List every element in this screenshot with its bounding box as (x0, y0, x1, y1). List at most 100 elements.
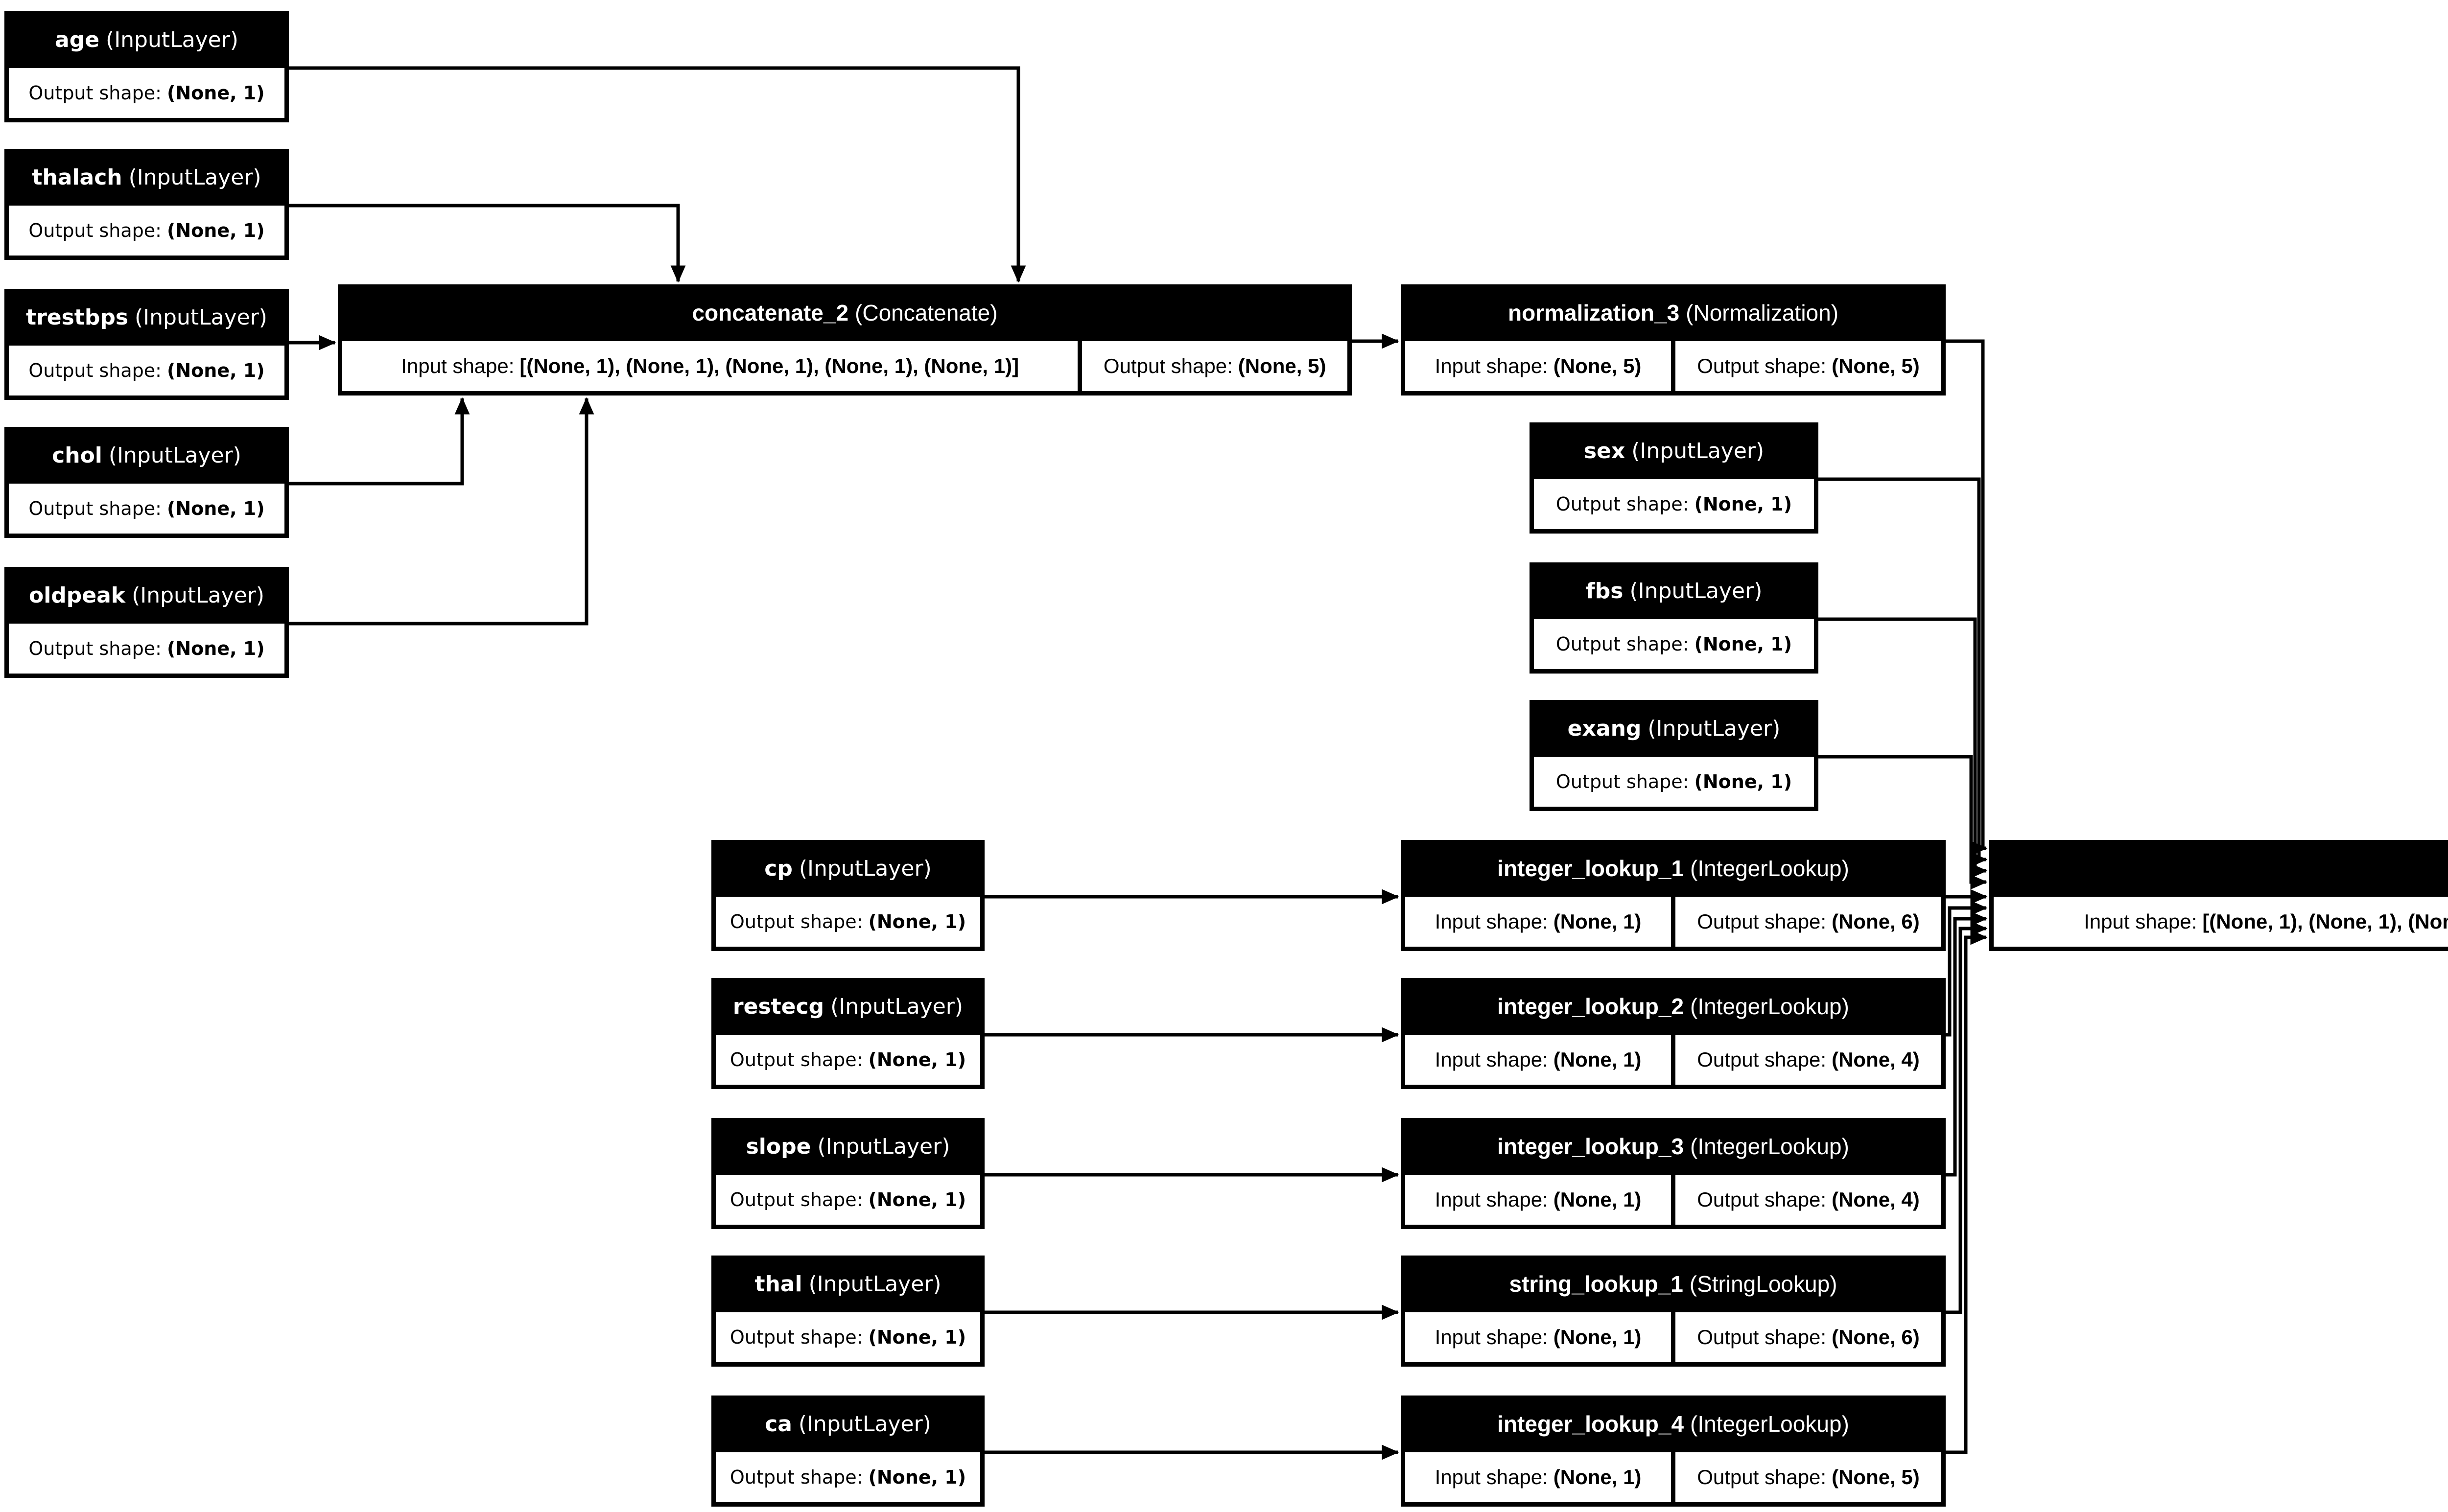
node-shapes-row: Output shape:(None, 1) (711, 1452, 985, 1507)
output-shape-cell: Output shape:(None, 5) (1675, 1452, 1941, 1502)
shape-value: (None, 1) (166, 498, 265, 519)
layer-class: (InputLayer) (817, 1134, 950, 1159)
shape-label: Output shape: (28, 498, 162, 519)
layer-class: (InputLayer) (830, 994, 964, 1019)
layer-class: (StringLookup) (1689, 1271, 1837, 1297)
shape-value: (None, 1) (1553, 1465, 1642, 1489)
edge-chol-to-concatenate_2 (289, 397, 470, 486)
edge-string_lookup_1-to-concatenate_3 (1946, 921, 1988, 1314)
shape-label: Input shape: (1435, 354, 1548, 377)
input-shape-cell: Input shape:(None, 1) (1405, 1035, 1671, 1085)
node-title: integer_lookup_1(IntegerLookup) (1401, 840, 1946, 897)
edge-age-to-concatenate_2 (289, 66, 1026, 283)
input-shape-cell: Input shape:(None, 5) (1405, 341, 1671, 391)
layer-class: (InputLayer) (808, 1271, 942, 1297)
node-shapes-row: Input shape:[(None, 1), (None, 1), (None… (338, 341, 1352, 395)
layer-class: (InputLayer) (1631, 438, 1765, 464)
output-shape-cell: Output shape:(None, 1) (9, 484, 284, 534)
shape-label: Output shape: (28, 220, 162, 241)
node-title: integer_lookup_4(IntegerLookup) (1401, 1396, 1946, 1452)
shape-value: (None, 5) (1832, 1465, 1920, 1489)
node-shapes-row: Input shape:(None, 1)Output shape:(None,… (1401, 1312, 1946, 1367)
shape-value: (None, 4) (1832, 1188, 1920, 1211)
node-shapes-row: Output shape:(None, 1) (1530, 479, 1818, 534)
node-title: slope(InputLayer) (711, 1118, 985, 1175)
edge-sex-to-concatenate_3 (1818, 477, 1988, 867)
layer-class: (InputLayer) (799, 856, 932, 881)
node-cp: cp(InputLayer)Output shape:(None, 1) (711, 840, 985, 951)
shape-label: Output shape: (1103, 354, 1233, 377)
shape-label: Output shape: (1697, 1188, 1827, 1211)
node-sex: sex(InputLayer)Output shape:(None, 1) (1530, 422, 1818, 534)
shape-label: Output shape: (1697, 910, 1827, 933)
output-shape-cell: Output shape:(None, 4) (1675, 1175, 1941, 1225)
layer-name: integer_lookup_1 (1497, 856, 1684, 881)
output-shape-cell: Output shape:(None, 1) (9, 68, 284, 118)
output-shape-cell: Output shape:(None, 1) (9, 624, 284, 674)
node-shapes-row: Input shape:[(None, 1), (None, 1), (None… (1989, 897, 2448, 951)
edge-integer_lookup_3-to-concatenate_3 (1946, 911, 1988, 1177)
shape-value: (None, 5) (1238, 354, 1326, 377)
shape-value: (None, 1) (1553, 910, 1642, 933)
node-title: thal(InputLayer) (711, 1256, 985, 1312)
output-shape-cell: Output shape:(None, 5) (1675, 341, 1941, 391)
layer-name: exang (1567, 716, 1642, 741)
output-shape-cell: Output shape:(None, 1) (1534, 479, 1814, 529)
shape-label: Output shape: (730, 1189, 863, 1210)
shape-value: (None, 5) (1553, 354, 1642, 377)
input-shape-cell: Input shape:(None, 1) (1405, 1312, 1671, 1362)
node-integer_lookup_2: integer_lookup_2(IntegerLookup)Input sha… (1401, 978, 1946, 1089)
node-title: concatenate_3(Concatenate) (1989, 840, 2448, 897)
layer-class: (Normalization) (1686, 300, 1839, 326)
node-title: restecg(InputLayer) (711, 978, 985, 1035)
layer-name: thalach (32, 164, 122, 190)
shape-label: Output shape: (1697, 1465, 1827, 1489)
shape-label: Output shape: (28, 638, 162, 659)
layer-class: (InputLayer) (106, 27, 238, 52)
edge-integer_lookup_4-to-concatenate_3 (1946, 930, 1988, 1454)
node-title: oldpeak(InputLayer) (4, 567, 289, 624)
node-title: sex(InputLayer) (1530, 422, 1818, 479)
edge-exang-to-concatenate_3 (1818, 755, 1988, 890)
layer-name: string_lookup_1 (1509, 1271, 1683, 1297)
shape-value: (None, 1) (166, 638, 265, 659)
shape-value: (None, 1) (1694, 493, 1792, 515)
shape-label: Input shape: (1435, 1188, 1548, 1211)
node-shapes-row: Output shape:(None, 1) (711, 897, 985, 951)
node-title: integer_lookup_2(IntegerLookup) (1401, 978, 1946, 1035)
layer-class: (Concatenate) (855, 300, 998, 326)
input-shape-cell: Input shape:(None, 1) (1405, 1175, 1671, 1225)
output-shape-cell: Output shape:(None, 1) (716, 1452, 980, 1502)
output-shape-cell: Output shape:(None, 5) (1082, 341, 1347, 391)
node-shapes-row: Output shape:(None, 1) (1530, 757, 1818, 811)
node-concatenate_2: concatenate_2(Concatenate)Input shape:[(… (338, 284, 1352, 395)
layer-class: (IntegerLookup) (1690, 856, 1849, 881)
layer-name: integer_lookup_4 (1497, 1411, 1684, 1437)
layer-class: (InputLayer) (798, 1411, 931, 1437)
layer-name: slope (746, 1134, 811, 1159)
shape-value: (None, 1) (868, 1189, 966, 1210)
shape-label: Output shape: (28, 82, 162, 104)
layer-name: sex (1583, 438, 1625, 464)
shape-value: (None, 1) (1553, 1188, 1642, 1211)
node-slope: slope(InputLayer) Output shape:(None, 1) (711, 1118, 985, 1229)
output-shape-cell: Output shape:(None, 6) (1675, 897, 1941, 947)
layer-name: trestbps (26, 304, 129, 330)
node-string_lookup_1: string_lookup_1(StringLookup) Input shape… (1401, 1256, 1946, 1367)
shape-value: (None, 1) (1694, 633, 1792, 655)
shape-value: (None, 1) (868, 1326, 966, 1348)
output-shape-cell: Output shape:(None, 1) (9, 206, 284, 256)
node-thal: thal(InputLayer)Output shape:(None, 1) (711, 1256, 985, 1367)
layer-class: (InputLayer) (128, 164, 261, 190)
layer-name: normalization_3 (1507, 300, 1680, 326)
shape-value: (None, 1) (166, 82, 265, 104)
edge-normalization_3-to-concatenate_3 (1946, 339, 1988, 856)
layer-name: chol (52, 442, 102, 468)
shape-label: Output shape: (28, 360, 162, 381)
shape-value: (None, 1) (868, 1049, 966, 1070)
node-shapes-row: Output shape:(None, 1) (1530, 619, 1818, 674)
shape-value: (None, 5) (1832, 354, 1920, 377)
output-shape-cell: Output shape:(None, 1) (716, 1035, 980, 1085)
shape-label: Input shape: (401, 354, 515, 377)
